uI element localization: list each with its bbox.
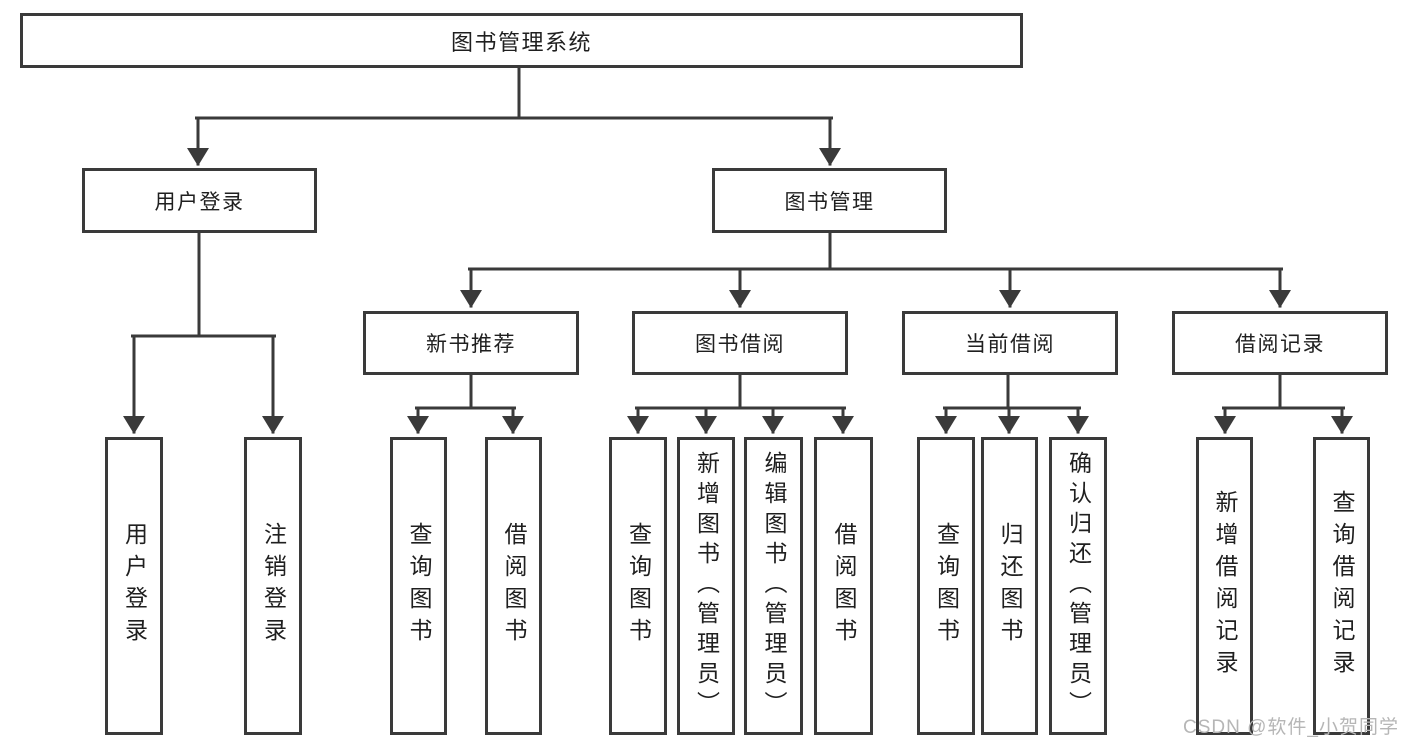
node-book-borrow: 图书借阅 <box>632 311 848 375</box>
leaf-logout-label: 注销登录 <box>260 522 287 650</box>
leaf-borrow-book-b-label: 借阅图书 <box>831 522 857 650</box>
leaf-confirm-return: 确认归还（管理员） <box>1049 437 1107 735</box>
leaf-edit-book: 编辑图书（管理员） <box>744 437 803 735</box>
node-borrow-records: 借阅记录 <box>1172 311 1388 375</box>
node-root: 图书管理系统 <box>20 13 1023 68</box>
node-user-login: 用户登录 <box>82 168 317 233</box>
leaf-borrow-book-a-label: 借阅图书 <box>501 522 527 650</box>
leaf-add-book-label: 新增图书（管理员） <box>693 451 720 721</box>
csdn-watermark: CSDN @软件_小贺同学 <box>1183 717 1399 738</box>
leaf-query-book-c: 查询图书 <box>917 437 975 735</box>
leaf-query-book-a: 查询图书 <box>390 437 447 735</box>
node-current-borrow: 当前借阅 <box>902 311 1118 375</box>
leaf-confirm-return-label: 确认归还（管理员） <box>1065 451 1092 721</box>
leaf-borrow-book-a: 借阅图书 <box>485 437 542 735</box>
leaf-user-login-label: 用户登录 <box>121 522 148 650</box>
leaf-query-book-b-label: 查询图书 <box>625 522 652 650</box>
leaf-query-book-b: 查询图书 <box>609 437 667 735</box>
leaf-edit-book-label: 编辑图书（管理员） <box>761 451 787 721</box>
leaf-logout: 注销登录 <box>244 437 302 735</box>
node-new-book-rec: 新书推荐 <box>363 311 579 375</box>
node-book-mgmt: 图书管理 <box>712 168 947 233</box>
leaf-query-record: 查询借阅记录 <box>1313 437 1370 735</box>
leaf-query-book-a-label: 查询图书 <box>406 522 432 650</box>
leaf-add-record-label: 新增借阅记录 <box>1212 490 1238 682</box>
leaf-add-record: 新增借阅记录 <box>1196 437 1253 735</box>
leaf-user-login: 用户登录 <box>105 437 163 735</box>
leaf-borrow-book-b: 借阅图书 <box>814 437 873 735</box>
leaf-add-book: 新增图书（管理员） <box>677 437 735 735</box>
leaf-query-record-label: 查询借阅记录 <box>1329 490 1355 682</box>
leaf-query-book-c-label: 查询图书 <box>933 522 960 650</box>
leaf-return-book-label: 归还图书 <box>997 522 1023 650</box>
leaf-return-book: 归还图书 <box>981 437 1038 735</box>
